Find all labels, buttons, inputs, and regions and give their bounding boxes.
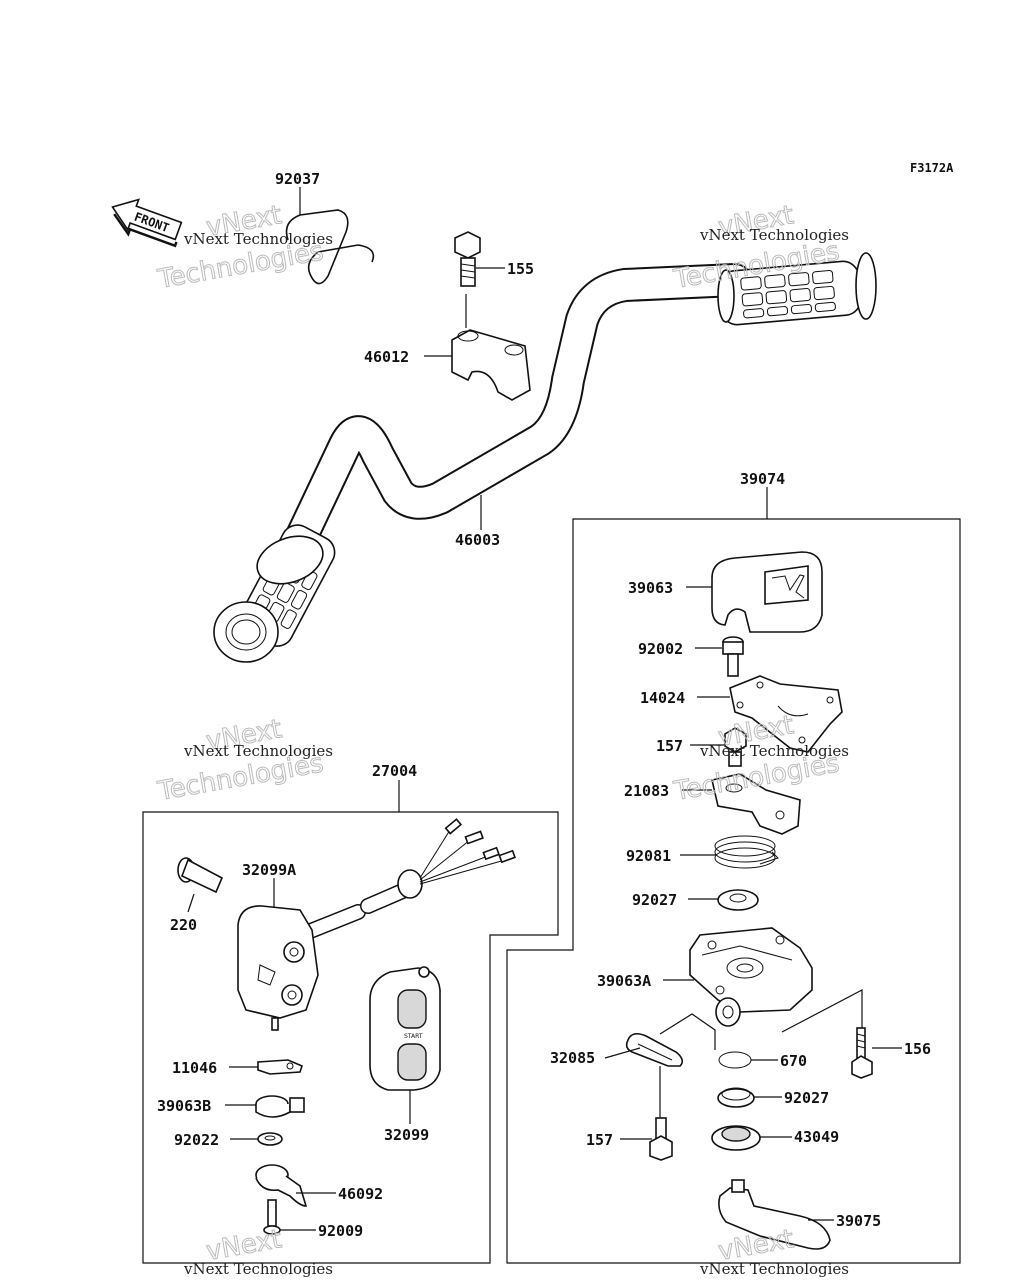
switch-case-32099: START	[369, 966, 441, 1091]
svg-text:vNext Technologies: vNext Technologies	[699, 226, 849, 244]
watermark-bottom-right: vNext vNext Technologies	[699, 1224, 849, 1278]
part-label-32085: 32085	[550, 1049, 595, 1067]
part-label-92081: 92081	[626, 847, 671, 865]
bolt-220	[177, 857, 224, 894]
collar-39063B	[255, 1095, 305, 1118]
part-label-670: 670	[780, 1052, 807, 1070]
clip-92037	[285, 209, 375, 285]
part-label-11046: 11046	[172, 1059, 217, 1077]
part-label-155: 155	[507, 260, 534, 278]
part-label-39063: 39063	[628, 579, 673, 597]
svg-text:vNext Technologies: vNext Technologies	[183, 1260, 333, 1278]
o-ring-670	[718, 1051, 752, 1069]
washer-92027-lower	[717, 1087, 755, 1108]
part-label-156: 156	[904, 1040, 931, 1058]
part-label-21083: 21083	[624, 782, 669, 800]
handlebar-46003	[213, 252, 877, 663]
part-label-220: 220	[170, 916, 197, 934]
part-label-157-upper: 157	[656, 737, 683, 755]
part-label-14024: 14024	[640, 689, 685, 707]
part-label-46003: 46003	[455, 531, 500, 549]
bolt-156	[851, 1027, 873, 1079]
bolt-155	[454, 231, 481, 287]
svg-text:vNext Technologies: vNext Technologies	[699, 742, 849, 760]
part-label-92002: 92002	[638, 640, 683, 658]
screw-92009	[263, 1199, 281, 1235]
part-label-43049: 43049	[794, 1128, 839, 1146]
lever-39075	[718, 1179, 831, 1250]
part-label-92027-lower: 92027	[784, 1089, 829, 1107]
part-label-46092: 46092	[338, 1185, 383, 1203]
part-label-92027-upper: 92027	[632, 891, 677, 909]
svg-text:vNext Technologies: vNext Technologies	[183, 742, 333, 760]
group-label-27004: 27004	[372, 762, 417, 780]
start-button-label: START	[404, 1033, 423, 1040]
washer-92022	[257, 1132, 283, 1146]
svg-text:vNext Technologies: vNext Technologies	[183, 230, 333, 248]
wire-harness-27004	[300, 818, 516, 940]
figure-code: F3172A	[910, 161, 954, 175]
part-label-92009: 92009	[318, 1222, 363, 1240]
plate-11046	[257, 1059, 303, 1075]
part-label-92022: 92022	[174, 1131, 219, 1149]
plate-14024	[729, 675, 843, 753]
lever-46092	[255, 1164, 308, 1207]
guide-32085	[625, 1032, 684, 1067]
group-box-39074	[506, 518, 961, 1264]
watermark-bottom-left: vNext vNext Technologies	[183, 1224, 333, 1278]
bolt-92002	[722, 636, 744, 677]
group-label-39074: 39074	[740, 470, 785, 488]
part-label-46012: 46012	[364, 348, 409, 366]
front-arrow-icon: FRONT	[111, 198, 183, 248]
group-box-27004	[142, 811, 559, 1264]
bracket-21083	[711, 773, 801, 835]
switch-housing-32099A	[237, 905, 319, 1031]
part-label-157-lower: 157	[586, 1131, 613, 1149]
housing-39063A	[689, 927, 813, 1027]
part-label-39063B: 39063B	[157, 1097, 211, 1115]
cover-39063	[711, 551, 823, 633]
screw-157-lower	[649, 1117, 673, 1161]
clamp-46012	[451, 329, 531, 401]
part-label-39063A: 39063A	[597, 972, 651, 990]
seal-43049	[711, 1125, 761, 1151]
part-label-92037: 92037	[275, 170, 320, 188]
leader-lines	[187, 187, 902, 1231]
svg-text:vNext Technologies: vNext Technologies	[699, 1260, 849, 1278]
part-label-39075: 39075	[836, 1212, 881, 1230]
part-label-32099A: 32099A	[242, 861, 296, 879]
washer-92027-upper	[717, 889, 759, 911]
part-label-32099: 32099	[384, 1126, 429, 1144]
watermark-mid-left: vNext vNext Technologies Technologies	[155, 714, 333, 808]
spring-92081	[714, 835, 779, 869]
screw-157-upper	[724, 727, 747, 767]
